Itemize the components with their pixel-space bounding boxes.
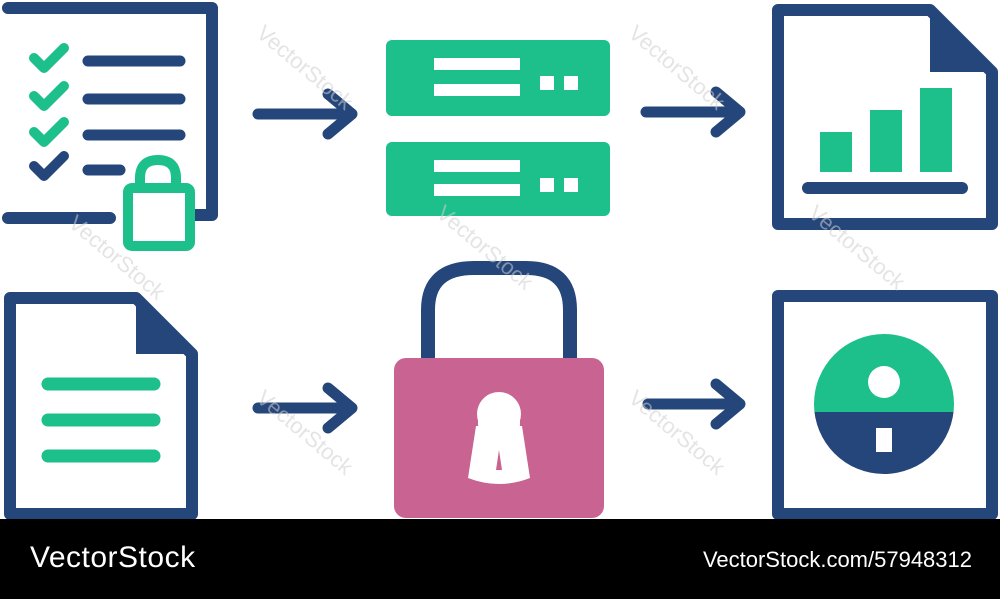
checklist-lock-icon — [2, 2, 218, 251]
arrow-right-icon — [252, 382, 358, 434]
arrow-right-icon — [252, 88, 358, 140]
arrow-right-icon — [642, 378, 746, 430]
image-id-label: VectorStock.com/57948312 — [702, 547, 972, 572]
brand-logo: VectorStock — [30, 541, 196, 574]
user-profile-icon — [772, 290, 998, 519]
bar-chart-document-icon — [772, 4, 998, 230]
server-stack-icon — [386, 40, 610, 216]
padlock-icon — [394, 261, 604, 518]
text-document-icon — [4, 292, 198, 519]
footer-bar: VectorStock VectorStock.com/57948312 — [0, 519, 1000, 599]
arrow-right-icon — [640, 86, 746, 138]
illustration-canvas: VectorStock VectorStock VectorStock Vect… — [2, 2, 998, 519]
